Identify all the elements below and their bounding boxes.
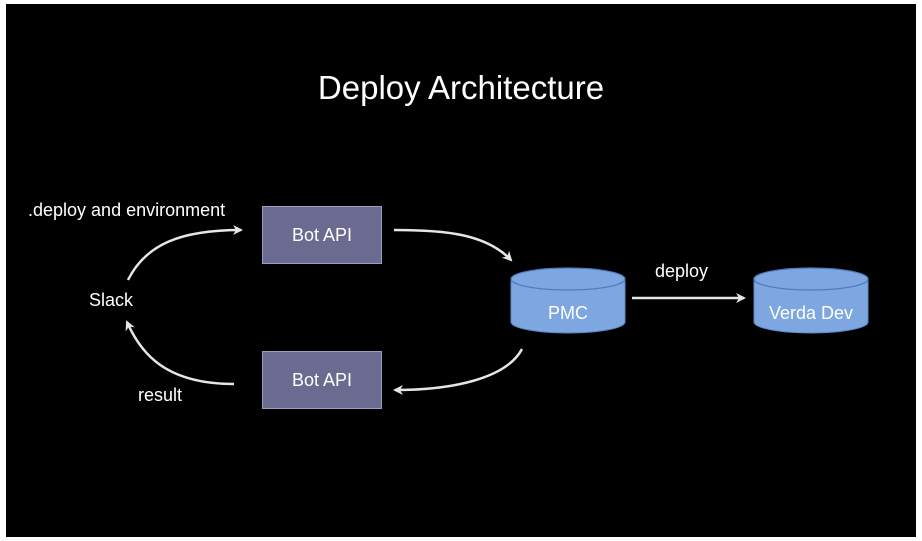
- edge-label-deploy-and-environment: .deploy and environment: [28, 200, 226, 220]
- pmc-label: PMC: [548, 303, 588, 323]
- bot-api-box-bottom: Bot API: [262, 351, 382, 409]
- edge-label-result: result: [138, 385, 183, 405]
- arrow-bot-api-to-slack: [125, 320, 235, 386]
- arrow-bot-api-to-pmc: [393, 228, 513, 262]
- verda-dev-label: Verda Dev: [768, 303, 854, 323]
- pmc-database-icon: [510, 267, 626, 334]
- edge-label-deploy: deploy: [655, 261, 709, 281]
- arrow-slack-to-bot-api: [126, 225, 243, 281]
- diagram-canvas: Deploy Architecture Bot API Bot API P: [6, 4, 916, 537]
- bot-api-box-top: Bot API: [262, 206, 382, 264]
- connector-layer: [125, 225, 869, 395]
- arrow-pmc-to-bot-api: [393, 348, 524, 395]
- diagram-title: Deploy Architecture: [317, 69, 605, 106]
- slack-label: Slack: [89, 290, 134, 310]
- verda-dev-database-icon: [753, 267, 869, 334]
